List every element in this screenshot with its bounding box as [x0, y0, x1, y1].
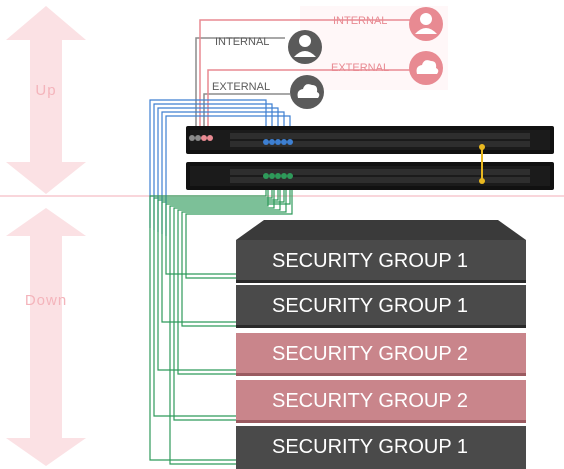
downlink-cables: [149, 176, 293, 465]
cloud-icon: [290, 75, 324, 109]
external-connection-label-2: EXTERNAL: [212, 81, 270, 93]
security-group-label-1: SECURITY GROUP 1: [272, 250, 468, 272]
security-group-3: SECURITY GROUP 2: [236, 333, 526, 376]
cloud-icon: [409, 51, 443, 85]
external-connection-label-1: EXTERNAL: [331, 62, 389, 74]
security-group-label-3: SECURITY GROUP 2: [272, 343, 468, 365]
down-zone-label: Down: [25, 292, 67, 309]
security-group-label-2: SECURITY GROUP 1: [272, 295, 468, 317]
svg-text:Down: Down: [25, 292, 67, 309]
security-group-5: SECURITY GROUP 1: [236, 426, 526, 469]
security-group-4: SECURITY GROUP 2: [236, 380, 526, 423]
down-arrow-icon: [6, 208, 86, 466]
bottom-switch: [186, 162, 554, 190]
security-group-1: SECURITY GROUP 1: [236, 240, 526, 283]
internal-connection-label-1: INTERNAL: [333, 15, 387, 27]
security-group-label-4: SECURITY GROUP 2: [272, 390, 468, 412]
external-connection-lines: [195, 19, 410, 128]
up-zone: Up: [6, 6, 86, 194]
user-icon: [288, 30, 322, 64]
up-arrow-icon: [6, 6, 86, 194]
down-zone: Down: [6, 208, 86, 466]
up-zone-label: Up: [35, 82, 56, 99]
security-group-2: SECURITY GROUP 1: [236, 285, 526, 328]
user-icon: [409, 7, 443, 41]
top-switch: [186, 126, 554, 154]
server-stack-top: [236, 220, 526, 240]
security-group-label-5: SECURITY GROUP 1: [272, 436, 468, 458]
internal-connection-label-2: INTERNAL: [215, 36, 269, 48]
svg-text:Up: Up: [35, 82, 56, 99]
